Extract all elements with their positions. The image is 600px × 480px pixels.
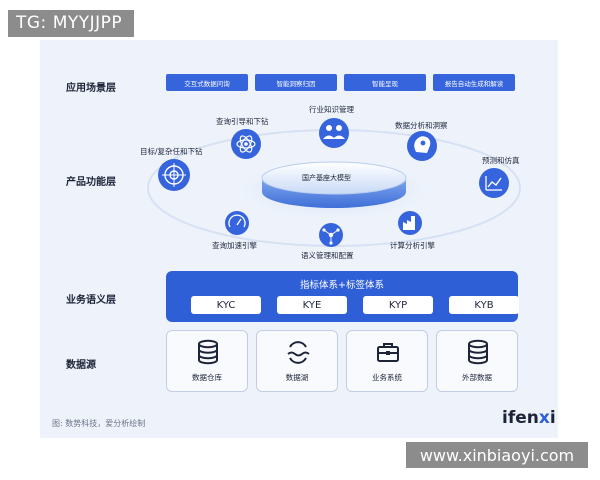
semantic-chip-kyp: KYP bbox=[363, 296, 433, 314]
node-label-target: 目标/复杂任和下钻 bbox=[140, 147, 203, 156]
data-source-label: 外部数据 bbox=[462, 373, 492, 382]
core-model-disc bbox=[261, 161, 407, 208]
brain-analysis-icon bbox=[407, 131, 437, 161]
speedometer-icon bbox=[225, 211, 249, 235]
database-icon bbox=[468, 339, 488, 365]
core-model-label: 国产基座大模型 bbox=[302, 174, 351, 182]
semantic-layer-box: 指标体系+标签体系 KYC KYE KYP KYB bbox=[166, 271, 519, 322]
semantic-chip-kyb: KYB bbox=[449, 296, 519, 314]
briefcase-icon bbox=[377, 343, 399, 362]
layer-label-semantic: 业务语义层 bbox=[66, 295, 116, 306]
node-label-compute-engine: 计算分析引擎 bbox=[390, 241, 435, 250]
network-nodes-icon bbox=[319, 223, 343, 247]
data-source-lake: 数据湖 bbox=[256, 330, 338, 392]
node-label-forecast: 预测和仿真 bbox=[482, 156, 520, 165]
node-label-query-engine: 查询加速引擎 bbox=[212, 241, 257, 250]
data-source-label: 数据仓库 bbox=[192, 373, 222, 382]
layer-label-application: 应用场景层 bbox=[66, 83, 116, 94]
semantic-chips: KYC KYE KYP KYB bbox=[191, 296, 519, 314]
people-group-icon bbox=[319, 118, 349, 148]
app-tag-auto-report: 报告自动生成和解读 bbox=[433, 74, 515, 91]
watermark-top: TG: MYYJJPP bbox=[8, 10, 135, 37]
app-tag-insight-attribution: 智能洞察归因 bbox=[255, 74, 337, 91]
data-source-external: 外部数据 bbox=[436, 330, 518, 392]
database-icon bbox=[198, 339, 218, 365]
watermark-bottom: www.xinbiaoyi.com bbox=[406, 442, 588, 468]
ifenxi-logo: ifenxi bbox=[502, 408, 556, 428]
factory-icon bbox=[398, 211, 422, 235]
node-label-data-analysis: 数据分析和洞察 bbox=[395, 121, 448, 130]
application-tags: 交互式数据问询 智能洞察归因 智能呈现 报告自动生成和解读 bbox=[166, 74, 515, 91]
data-source-label: 业务系统 bbox=[372, 373, 402, 382]
atom-icon bbox=[231, 129, 261, 159]
data-lake-icon bbox=[287, 341, 310, 364]
layer-label-datasource: 数据源 bbox=[66, 360, 96, 371]
semantic-layer-title: 指标体系+标签体系 bbox=[300, 280, 384, 291]
data-source-warehouse: 数据仓库 bbox=[166, 330, 248, 392]
app-tag-smart-presentation: 智能呈现 bbox=[344, 74, 426, 91]
semantic-chip-kyc: KYC bbox=[191, 296, 261, 314]
node-label-industry-knowledge: 行业知识管理 bbox=[309, 105, 354, 114]
architecture-diagram: 应用场景层 产品功能层 业务语义层 数据源 交互式数据问询 智能洞察归因 智能呈… bbox=[40, 40, 558, 438]
product-layer-graphic bbox=[147, 118, 521, 247]
data-source-label: 数据湖 bbox=[285, 373, 309, 382]
node-label-semantic-mgmt: 语义管理和配置 bbox=[301, 251, 354, 260]
app-tag-interactive-query: 交互式数据问询 bbox=[166, 74, 248, 91]
target-icon bbox=[158, 159, 190, 191]
figure-caption: 图: 数势科技，爱分析绘制 bbox=[52, 419, 146, 428]
semantic-chip-kye: KYE bbox=[277, 296, 347, 314]
layer-label-product: 产品功能层 bbox=[66, 177, 116, 188]
line-chart-icon bbox=[479, 168, 509, 198]
data-source-boxes: 数据仓库 数据湖 业务系统 bbox=[166, 330, 518, 392]
data-source-business: 业务系统 bbox=[346, 330, 428, 392]
node-label-query-guide: 查询引导和下钻 bbox=[216, 117, 269, 126]
